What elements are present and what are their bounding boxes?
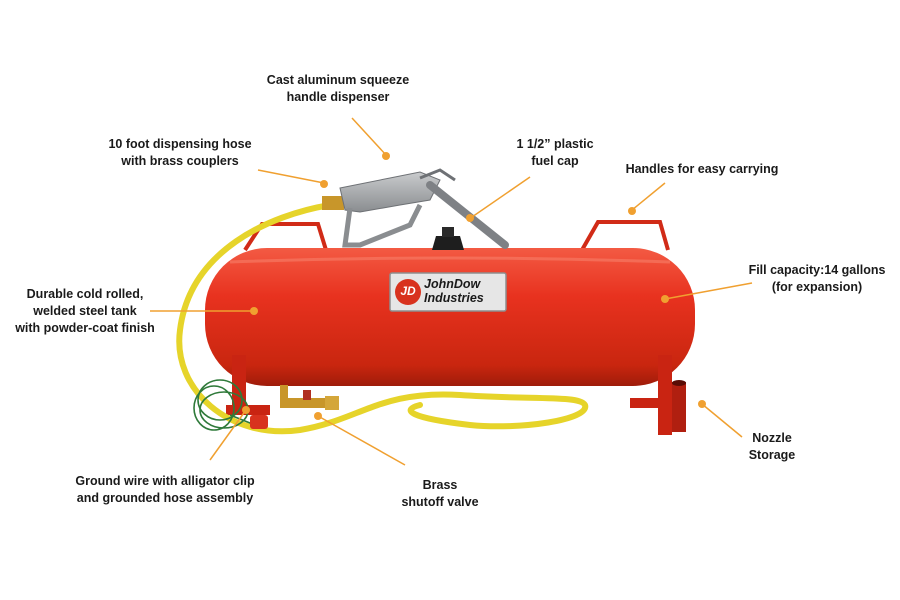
callout-fuel-cap: 1 1/2” plastic fuel cap bbox=[500, 136, 610, 170]
dispensing-hose bbox=[176, 202, 589, 435]
callout-tank-line3: with powder-coat finish bbox=[15, 321, 155, 335]
callout-handles: Handles for easy carrying bbox=[622, 161, 782, 178]
callout-dispenser-line1: Cast aluminum squeeze bbox=[266, 73, 410, 87]
callout-fuel-cap-line2: fuel cap bbox=[531, 154, 579, 168]
brand-badge bbox=[389, 272, 507, 312]
carry-handle-left bbox=[243, 222, 328, 252]
callout-nozzle-storage: Nozzle Storage bbox=[732, 430, 812, 464]
callout-hose-line1: 10 foot dispensing hose bbox=[108, 137, 252, 151]
carry-handle-right bbox=[580, 220, 670, 251]
brand-badge-monogram: JD bbox=[400, 284, 416, 298]
callout-ground-wire: Ground wire with alligator clip and grou… bbox=[60, 473, 270, 507]
callout-tank-line2: welded steel tank bbox=[33, 304, 137, 318]
callout-ground-wire-line1: Ground wire with alligator clip bbox=[75, 474, 255, 488]
callout-dispenser: Cast aluminum squeeze handle dispenser bbox=[258, 72, 418, 106]
callout-nozzle-storage-line2: Storage bbox=[748, 448, 796, 462]
callout-lines bbox=[150, 117, 753, 466]
callout-ground-wire-line2: and grounded hose assembly bbox=[76, 491, 254, 505]
callout-capacity-line1: Fill capacity:14 gallons bbox=[748, 263, 886, 277]
callout-valve-line2: shutoff valve bbox=[401, 495, 479, 509]
tank-stand-right bbox=[630, 355, 674, 435]
callout-capacity-line2: (for expansion) bbox=[771, 280, 863, 294]
callout-valve-line1: Brass bbox=[422, 478, 458, 492]
callout-dots bbox=[242, 152, 706, 420]
brand-badge-line1: JohnDow bbox=[424, 277, 481, 291]
brass-shutoff-valve bbox=[280, 385, 339, 410]
callout-dispenser-line2: handle dispenser bbox=[286, 90, 390, 104]
alligator-clip bbox=[250, 415, 268, 429]
callout-fuel-cap-line1: 1 1/2” plastic bbox=[516, 137, 594, 151]
callout-hose: 10 foot dispensing hose with brass coupl… bbox=[100, 136, 260, 170]
nozzle-storage-tube bbox=[672, 380, 686, 432]
callout-hose-line2: with brass couplers bbox=[121, 154, 239, 168]
fuel-cap bbox=[432, 227, 464, 250]
tank-body bbox=[205, 248, 695, 386]
nozzle-dispenser bbox=[322, 168, 509, 249]
callout-nozzle-storage-line1: Nozzle bbox=[752, 431, 792, 445]
brand-badge-line2: Industries bbox=[424, 291, 484, 305]
callout-tank: Durable cold rolled, welded steel tank w… bbox=[10, 286, 160, 337]
callout-tank-line1: Durable cold rolled, bbox=[26, 287, 144, 301]
callout-valve: Brass shutoff valve bbox=[395, 477, 485, 511]
callout-capacity: Fill capacity:14 gallons (for expansion) bbox=[742, 262, 892, 296]
callout-handles-line1: Handles for easy carrying bbox=[625, 162, 779, 176]
